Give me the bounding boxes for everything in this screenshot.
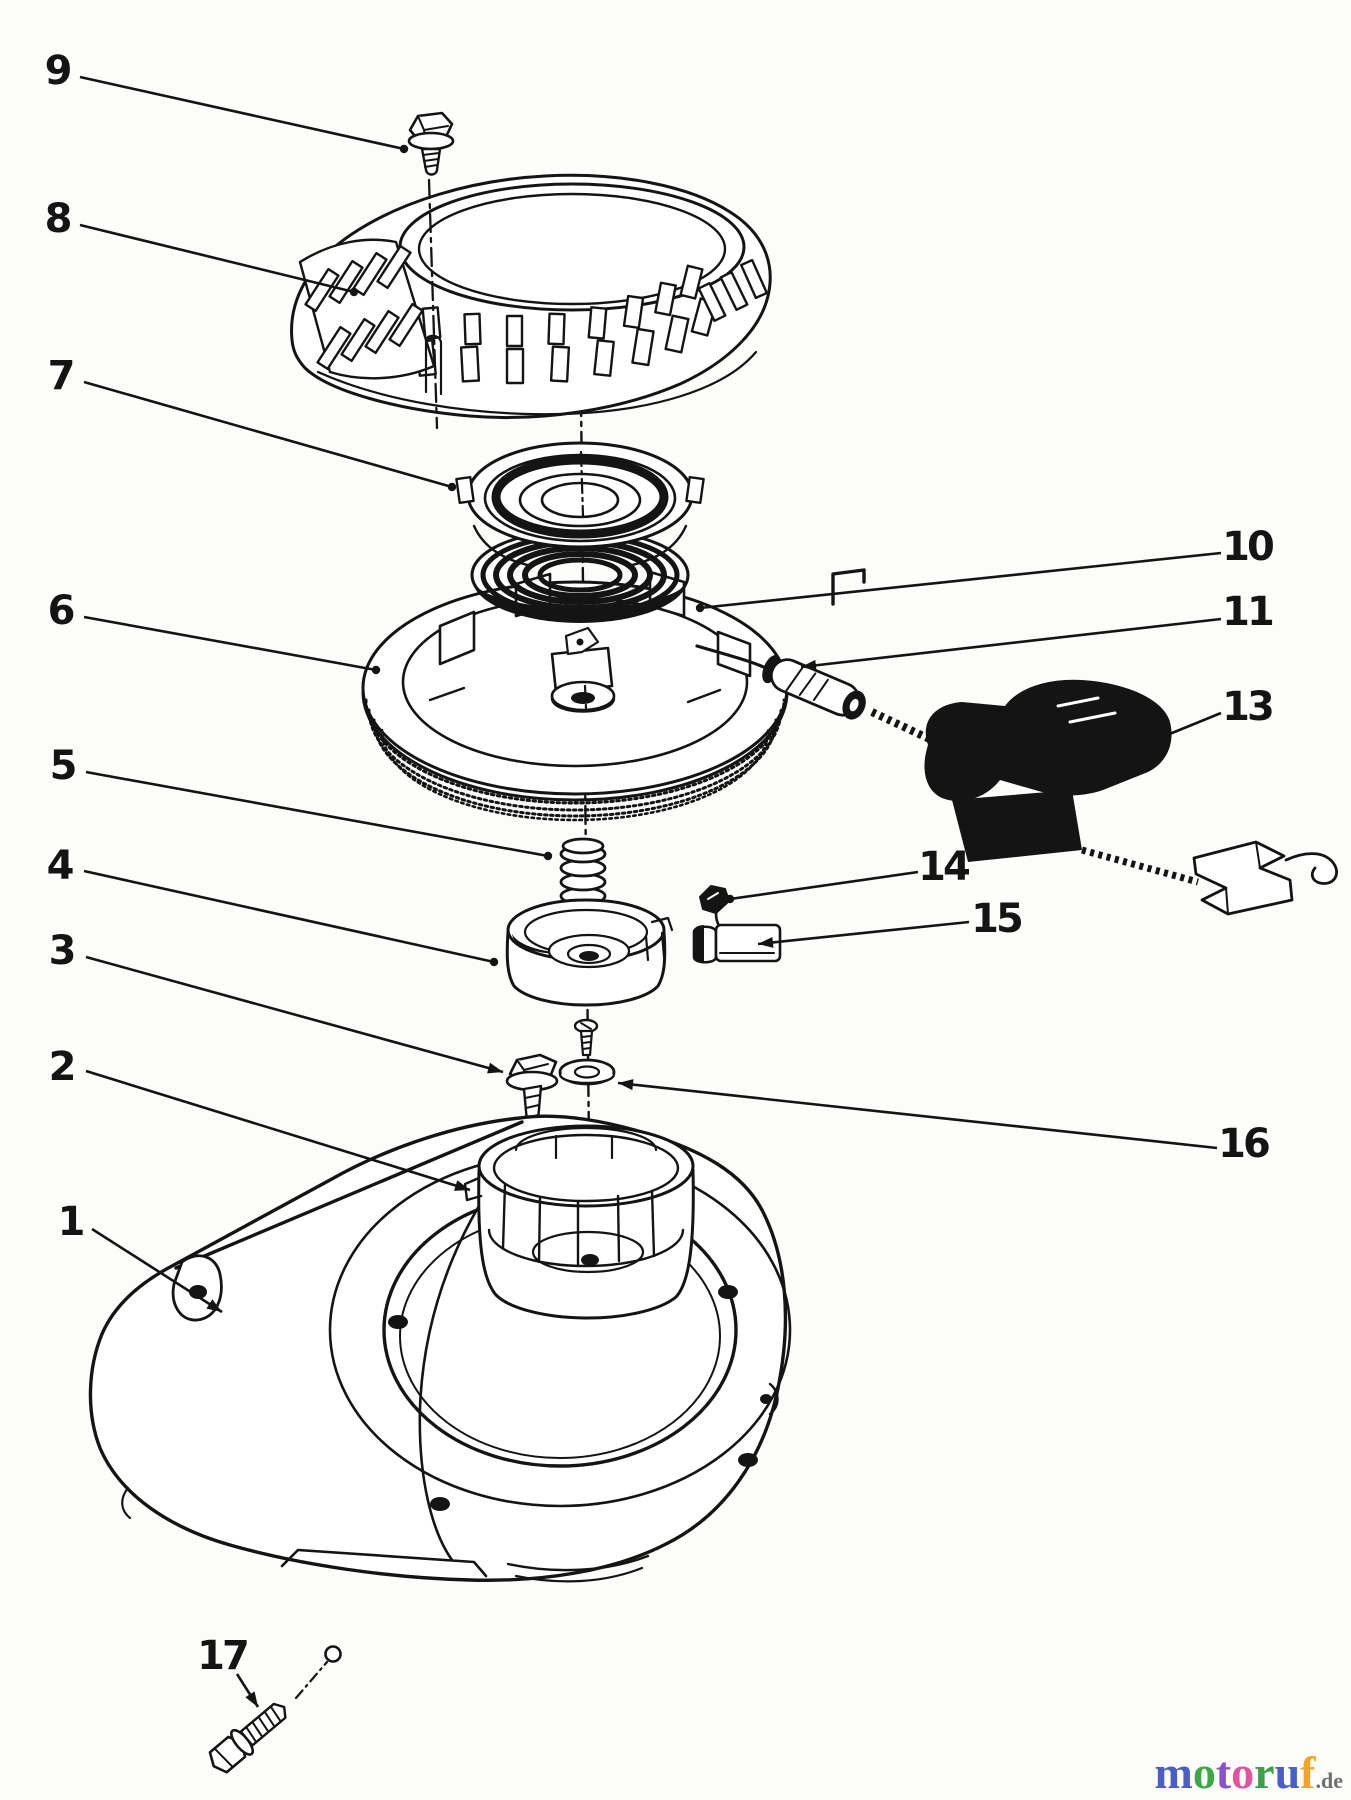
logo-letter-5: u: [1274, 1747, 1301, 1798]
logo-letter-6: f: [1300, 1747, 1316, 1798]
callout-6: 6: [48, 588, 381, 675]
callout-label-6: 6: [48, 588, 74, 634]
callout-label-10: 10: [1222, 524, 1273, 570]
callout-label-15: 15: [971, 896, 1022, 942]
part-brake-drum: [505, 898, 674, 1007]
part-housing-screw: [407, 111, 455, 176]
callout-5: 5: [50, 743, 553, 861]
leader-arrow-1: [206, 1299, 222, 1312]
callout-label-2: 2: [49, 1044, 74, 1090]
leader-line-7: [83, 380, 453, 489]
vent-louver-panel-left: [298, 238, 436, 380]
leader-line-14: [729, 870, 919, 901]
logo-letter-0: m: [1154, 1747, 1193, 1798]
logo-letter-3: o: [1231, 1747, 1255, 1798]
motoruf-logo-word: motoruf: [1155, 1747, 1316, 1798]
leader-line-2: [85, 1069, 471, 1192]
leader-line-3: [85, 955, 504, 1074]
axis-over-segments: [579, 450, 588, 710]
callout-8: 8: [45, 196, 359, 297]
rope-segment: [695, 644, 768, 670]
logo-letter-4: r: [1254, 1747, 1275, 1798]
callout-label-3: 3: [49, 928, 74, 974]
leader-dot-14: [725, 894, 735, 904]
logo-letter-1: o: [1192, 1747, 1216, 1798]
callout-label-14: 14: [918, 844, 969, 890]
callout-4: 4: [47, 843, 499, 967]
callout-label-17: 17: [197, 1633, 247, 1679]
callout-label-7: 7: [48, 353, 73, 399]
leader-dot-7: [447, 482, 457, 492]
callout-9: 9: [45, 48, 409, 154]
leader-line-4: [83, 869, 495, 964]
leader-line-8: [79, 223, 355, 294]
callout-15: 15: [757, 896, 1025, 948]
part-brake-spring: [559, 837, 607, 906]
part-base-screw: [208, 1645, 342, 1774]
motoruf-logo: motoruf.de: [1155, 1750, 1344, 1796]
leader-dot-9: [399, 144, 409, 154]
leader-line-5: [85, 770, 549, 858]
part-starter-cup: [463, 1124, 695, 1320]
rope-coil-a: [870, 708, 938, 746]
callout-16: 16: [617, 1079, 1272, 1167]
leader-arrow-3: [487, 1062, 503, 1074]
leader-line-1: [91, 1227, 223, 1314]
rope-assembly: [695, 568, 1338, 916]
part-rope-pulley: [455, 441, 705, 568]
leader-line-11: [800, 617, 1222, 669]
leader-dot-5: [543, 851, 553, 861]
callout-17: 17: [197, 1633, 260, 1708]
callout-label-16: 16: [1218, 1121, 1269, 1167]
leader-line-15: [757, 920, 970, 946]
part-starter-housing: [290, 173, 772, 419]
callout-13: 13: [1145, 684, 1275, 747]
callout-label-8: 8: [45, 196, 71, 242]
starter-handle: [924, 679, 1172, 862]
rope-coil-b: [1081, 846, 1199, 886]
callout-label-5: 5: [50, 743, 76, 789]
vent-louvers-right: [697, 258, 769, 323]
leader-arrow-15: [758, 936, 774, 948]
logo-letter-2: t: [1215, 1747, 1232, 1798]
callout-label-4: 4: [47, 843, 73, 889]
callout-1: 1: [58, 1199, 223, 1314]
leader-dot-10: [695, 603, 705, 613]
leader-line-6: [83, 615, 377, 672]
leader-arrow-2: [454, 1180, 470, 1191]
leader-line-10: [699, 551, 1222, 610]
callout-2: 2: [49, 1044, 471, 1192]
rope-spring: [762, 654, 866, 720]
leader-line-13: [1149, 711, 1222, 744]
leader-dot-4: [489, 957, 499, 967]
leader-line-16: [617, 1081, 1218, 1150]
callout-10: 10: [695, 524, 1276, 613]
bracket-symbol: [831, 568, 866, 606]
callout-14: 14: [725, 844, 972, 904]
leader-dot-13: [1145, 737, 1155, 747]
motoruf-logo-suffix: .de: [1315, 1768, 1344, 1793]
callout-3: 3: [49, 928, 504, 1074]
bolt-holes: [388, 1285, 758, 1511]
part-screw-washer: [558, 1018, 616, 1086]
vent-slots-upper-row: [421, 264, 704, 348]
leader-line-9: [79, 75, 405, 151]
callout-label-11: 11: [1222, 589, 1273, 635]
callout-label-1: 1: [58, 1199, 84, 1245]
leader-arrow-16: [618, 1079, 634, 1091]
rope-end-clip: [1192, 840, 1338, 916]
leader-dot-8: [349, 287, 359, 297]
callout-label-9: 9: [45, 48, 71, 94]
leader-arrow-17: [245, 1691, 258, 1707]
callout-label-13: 13: [1222, 684, 1272, 730]
callout-7: 7: [48, 353, 457, 492]
leader-arrow-11: [801, 659, 817, 671]
part-flange-bolt: [505, 1053, 559, 1139]
screw-axis-line: [427, 178, 439, 430]
leader-dot-6: [371, 665, 381, 675]
callout-11: 11: [800, 589, 1276, 671]
